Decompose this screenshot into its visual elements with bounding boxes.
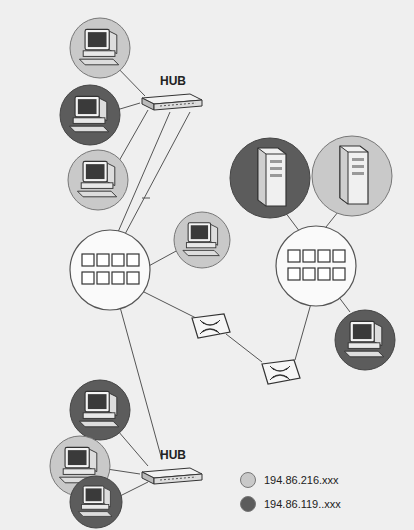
hub-node: HUB [138, 74, 204, 112]
hub-symbol [138, 466, 204, 486]
hub-device [138, 92, 204, 112]
hub-device [138, 466, 204, 486]
legend-row: 194.86.216.xxx [240, 472, 339, 488]
legend-swatch [240, 496, 256, 512]
legend-swatch [240, 472, 256, 488]
hub-label: HUB [138, 448, 204, 462]
hub-node: HUB [138, 448, 204, 486]
legend-text: 194.86.119..xxx [264, 498, 341, 510]
hub-symbol [138, 92, 204, 112]
hub-label: HUB [138, 74, 204, 88]
legend-text: 194.86.216.xxx [264, 474, 339, 486]
legend-row: 194.86.119..xxx [240, 496, 341, 512]
